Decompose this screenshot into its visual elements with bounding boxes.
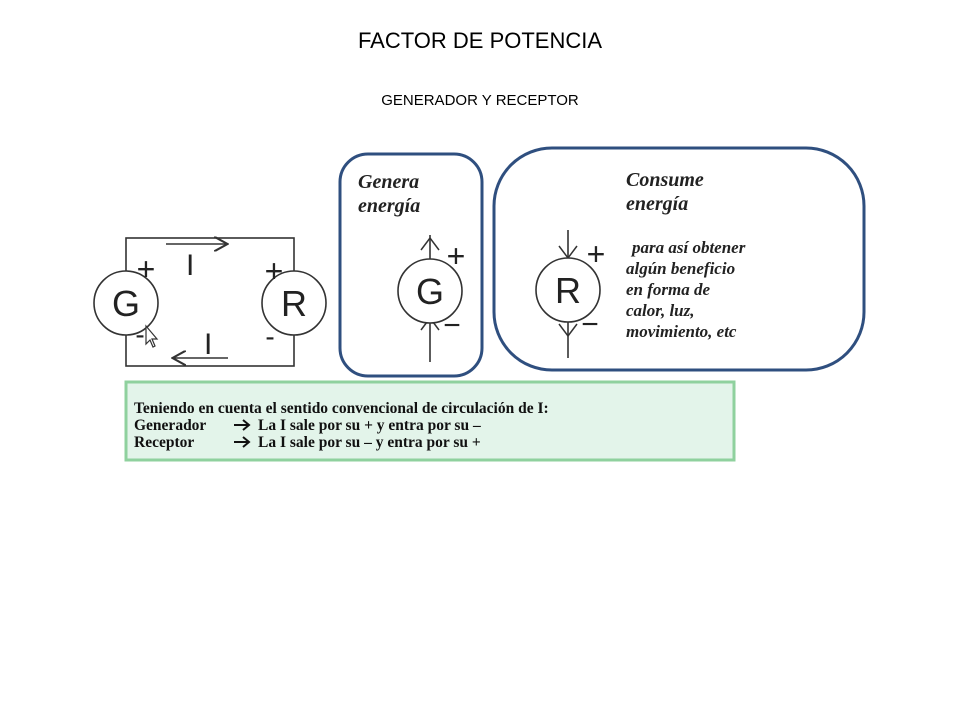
receptor-box-desc4: calor, luz, (626, 301, 695, 320)
note-box: Teniendo en cuenta el sentido convencion… (124, 380, 736, 462)
cursor-icon (145, 324, 159, 348)
current-label-top: I (186, 249, 194, 282)
arrow-up-icon (420, 236, 440, 251)
note-line2-label: Generador (134, 417, 206, 434)
receptor-box-plus: + (587, 236, 606, 272)
note-line1: Teniendo en cuenta el sentido convencion… (134, 400, 549, 417)
receptor-symbol (261, 270, 327, 336)
receptor-box-desc5: movimiento, etc (626, 322, 737, 341)
arrow-right-icon (234, 436, 251, 448)
note-line2-text: La I sale por su + y entra por su – (258, 417, 481, 434)
generator-box-symbol (397, 258, 463, 324)
arrow-right-icon (234, 419, 251, 431)
generator-box-plus: + (447, 238, 466, 274)
receptor-box-symbol (535, 257, 601, 323)
receptor-box-letter: R (555, 270, 581, 311)
note-box-border (124, 380, 736, 462)
receptor-box-desc1: para así obtener (630, 238, 746, 257)
slide-title: FACTOR DE POTENCIA (357, 28, 603, 53)
receptor-letter: R (281, 283, 307, 324)
generator-box-letter: G (416, 271, 444, 312)
receptor-box: Consume energía para así obtener algún b… (492, 146, 866, 372)
receptor-box-desc2: algún beneficio (626, 259, 735, 278)
receptor-box-minus: − (581, 308, 599, 341)
generator-receptor-diagram: I I G R + - + - Genera energía G + − Con… (93, 146, 866, 462)
current-label-bottom: I (204, 328, 212, 361)
generator-plus: + (137, 251, 156, 287)
slide-subtitle: GENERADOR Y RECEPTOR (381, 92, 579, 109)
generator-symbol (93, 270, 159, 336)
generator-box: Genera energía G + − (338, 152, 484, 378)
generator-letter: G (112, 283, 140, 324)
receptor-box-line2: energía (626, 193, 688, 215)
circuit: I I G R + - + - (93, 238, 327, 367)
receptor-plus: + (265, 253, 284, 289)
generator-box-line1: Genera (358, 171, 419, 193)
receptor-box-desc3: en forma de (626, 280, 711, 299)
generator-minus: - (135, 319, 144, 350)
receptor-box-line1: Consume (626, 169, 704, 191)
generator-box-line2: energía (358, 195, 420, 217)
note-line3-text: La I sale por su – y entra por su + (258, 434, 481, 451)
note-line3-label: Receptor (134, 434, 194, 451)
generator-box-minus: − (443, 309, 461, 342)
arrow-down-icon (558, 323, 578, 338)
receptor-minus: - (265, 321, 274, 352)
